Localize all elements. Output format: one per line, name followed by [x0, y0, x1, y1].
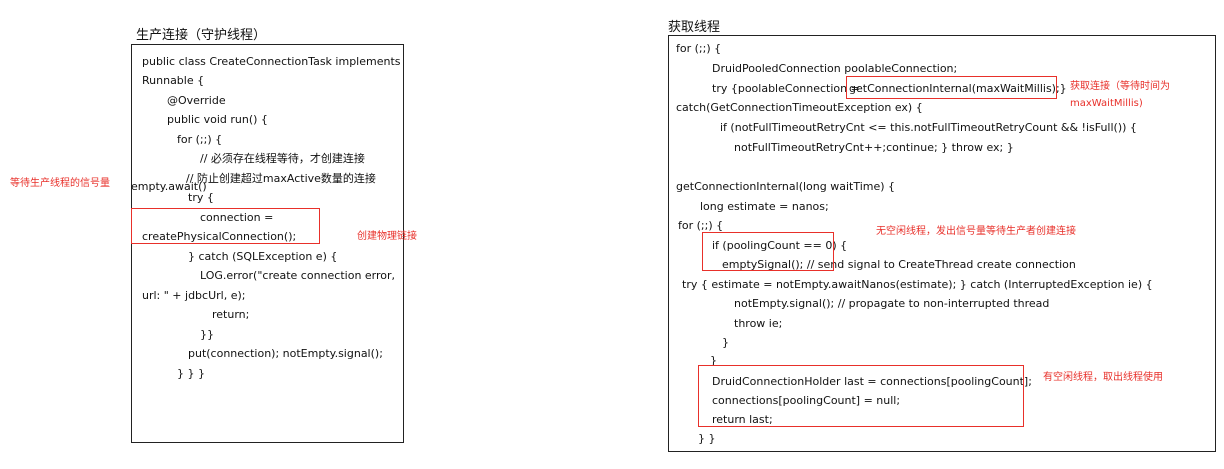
- code-line: empty.await(): [131, 180, 207, 193]
- code-line: emptySignal(); // send signal to CreateT…: [722, 258, 1076, 271]
- connection-holder-highlight: [698, 365, 1024, 427]
- code-line: } }: [698, 432, 716, 445]
- code-line: try {poolableConnection =: [712, 82, 860, 95]
- code-line: DruidConnectionHolder last = connections…: [712, 375, 1032, 388]
- right-panel-title: 获取线程: [668, 20, 721, 35]
- code-line: public class CreateConnectionTask implem…: [142, 55, 401, 68]
- code-line: }: [722, 336, 729, 349]
- create-physical-annotation: 创建物理链接: [357, 231, 417, 242]
- get-connection-annotation: 获取连接（等待时间为: [1070, 81, 1170, 92]
- empty-signal-highlight: [702, 232, 834, 271]
- code-line: } catch (SQLException e) {: [188, 250, 338, 263]
- code-line: url: " + jdbcUrl, e);: [142, 289, 246, 302]
- create-connection-highlight: [131, 208, 320, 244]
- code-line: Runnable {: [142, 74, 205, 87]
- code-line: @Override: [167, 94, 226, 107]
- code-line: return last;: [712, 413, 773, 426]
- code-line: if (poolingCount == 0) {: [712, 239, 848, 252]
- code-line: notEmpty.signal(); // propagate to non-i…: [734, 297, 1050, 310]
- code-line: createPhysicalConnection();: [142, 230, 297, 243]
- code-comment: // 必须存在线程等待，才创建连接: [200, 152, 365, 165]
- code-line: notFullTimeoutRetryCnt++;continue; } thr…: [734, 141, 1014, 154]
- left-panel-title: 生产连接（守护线程）: [136, 28, 267, 43]
- code-line: }: [710, 354, 717, 367]
- code-line: long estimate = nanos;: [700, 200, 829, 213]
- code-line: for (;;) {: [676, 42, 722, 55]
- has-idle-annotation: 有空闲线程，取出线程使用: [1043, 372, 1163, 383]
- code-line: try {: [188, 191, 214, 204]
- code-line: connection =: [200, 211, 274, 224]
- code-line: for (;;) {: [177, 133, 223, 146]
- get-connection-annotation-2: maxWaitMillis): [1070, 98, 1143, 109]
- code-line: }}: [200, 328, 214, 341]
- code-line: public void run() {: [167, 113, 268, 126]
- wait-signal-annotation: 等待生产线程的信号量: [10, 178, 110, 189]
- code-line: } } }: [177, 367, 205, 380]
- code-line: connections[poolingCount] = null;: [712, 394, 901, 407]
- code-line: try { estimate = notEmpty.awaitNanos(est…: [682, 278, 1153, 291]
- code-line: for (;;) {: [678, 219, 724, 232]
- code-line: getConnectionInternal(maxWaitMillis);}: [849, 82, 1067, 95]
- code-line: LOG.error("create connection error,: [200, 269, 396, 282]
- code-comment: // 防止创建超过maxActive数量的连接: [186, 172, 376, 185]
- code-line: getConnectionInternal(long waitTime) {: [676, 180, 896, 193]
- get-connection-highlight: [846, 76, 1057, 99]
- code-line: throw ie;: [734, 317, 783, 330]
- code-line: put(connection); notEmpty.signal();: [188, 347, 383, 360]
- code-line: if (notFullTimeoutRetryCnt <= this.notFu…: [720, 121, 1137, 134]
- code-line: DruidPooledConnection poolableConnection…: [712, 62, 958, 75]
- no-idle-annotation: 无空闲线程，发出信号量等待生产者创建连接: [876, 226, 1076, 237]
- code-line: catch(GetConnectionTimeoutException ex) …: [676, 101, 923, 114]
- right-code-panel: [668, 35, 1216, 452]
- code-line: return;: [212, 308, 250, 321]
